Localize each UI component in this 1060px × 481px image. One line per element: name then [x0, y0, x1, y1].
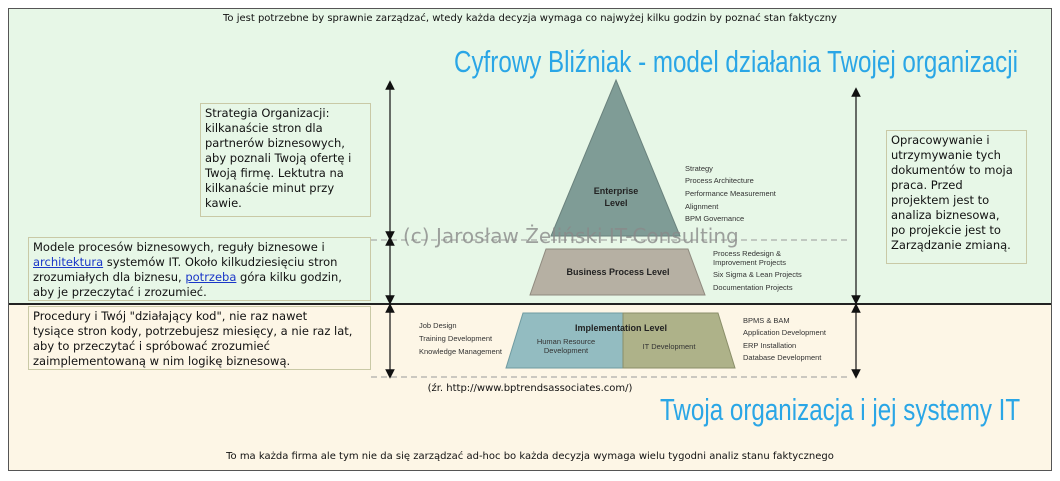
business-level-shape [529, 248, 706, 296]
hr-label-2: Development [544, 346, 589, 355]
business-item: Process Redesign & [713, 249, 781, 258]
digital-twin-band [9, 9, 1051, 304]
business-item: Improvement Projects [713, 258, 786, 267]
bottom-caption: To ma każda firma ale tym nie da się zar… [226, 451, 834, 462]
implementation-right-item: Database Development [743, 353, 822, 362]
need-link[interactable]: potrzeba [185, 270, 237, 284]
models-text-b: systemów IT. Około kilkudziesięciu stron… [33, 255, 338, 284]
it-label: IT Development [643, 342, 697, 351]
implementation-right-item: ERP Installation [743, 341, 796, 350]
top-caption: To jest potrzebne by sprawnie zarządzać,… [223, 13, 837, 24]
enterprise-level-shape [550, 78, 681, 237]
models-text-c: góra kilku godzin, aby je przeczytać i z… [33, 270, 342, 299]
business-item: Documentation Projects [713, 283, 793, 292]
digital-twin-title: Cyfrowy Bliźniak - model działania Twoje… [454, 44, 1019, 79]
architecture-link[interactable]: architektura [33, 255, 104, 269]
implementation-right-item: BPMS & BAM [743, 316, 790, 325]
implementation-left-item: Job Design [419, 321, 457, 330]
enterprise-item: BPM Governance [685, 214, 744, 223]
business-item: Six Sigma & Lean Projects [713, 270, 802, 279]
code-note: Procedury i Twój "działający kod", nie r… [28, 306, 371, 370]
copyright-watermark: (c) Jarosław Żeliński IT-Consulting [403, 224, 739, 248]
enterprise-title-2: Level [604, 198, 627, 208]
enterprise-title-1: Enterprise [594, 186, 639, 196]
it-development-shape [622, 312, 736, 369]
models-text-a: Modele procesów biznesowych, reguły bizn… [33, 240, 325, 254]
source-citation: (źr. http://www.bptrendsassociates.com/) [427, 383, 633, 394]
organization-title: Twoja organizacja i jej systemy IT [660, 392, 1021, 427]
hr-label-1: Human Resource [537, 337, 595, 346]
business-title: Business Process Level [566, 267, 669, 277]
implementation-right-item: Application Development [743, 328, 827, 337]
strategy-note: Strategia Organizacji: kilkanaście stron… [200, 103, 371, 217]
right-note: Opracowywanie i utrzymywanie tych dokume… [886, 130, 1027, 264]
models-note: Modele procesów biznesowych, reguły bizn… [28, 237, 371, 301]
enterprise-item: Strategy [685, 164, 713, 173]
diagram-frame [8, 8, 1052, 471]
enterprise-item: Alignment [685, 202, 719, 211]
implementation-left-item: Knowledge Management [419, 347, 503, 356]
implementation-left-item: Training Development [419, 334, 493, 343]
band-divider [9, 303, 1051, 305]
enterprise-item: Process Architecture [685, 176, 754, 185]
implementation-title: Implementation Level [575, 323, 667, 333]
enterprise-item: Performance Measurement [685, 189, 777, 198]
